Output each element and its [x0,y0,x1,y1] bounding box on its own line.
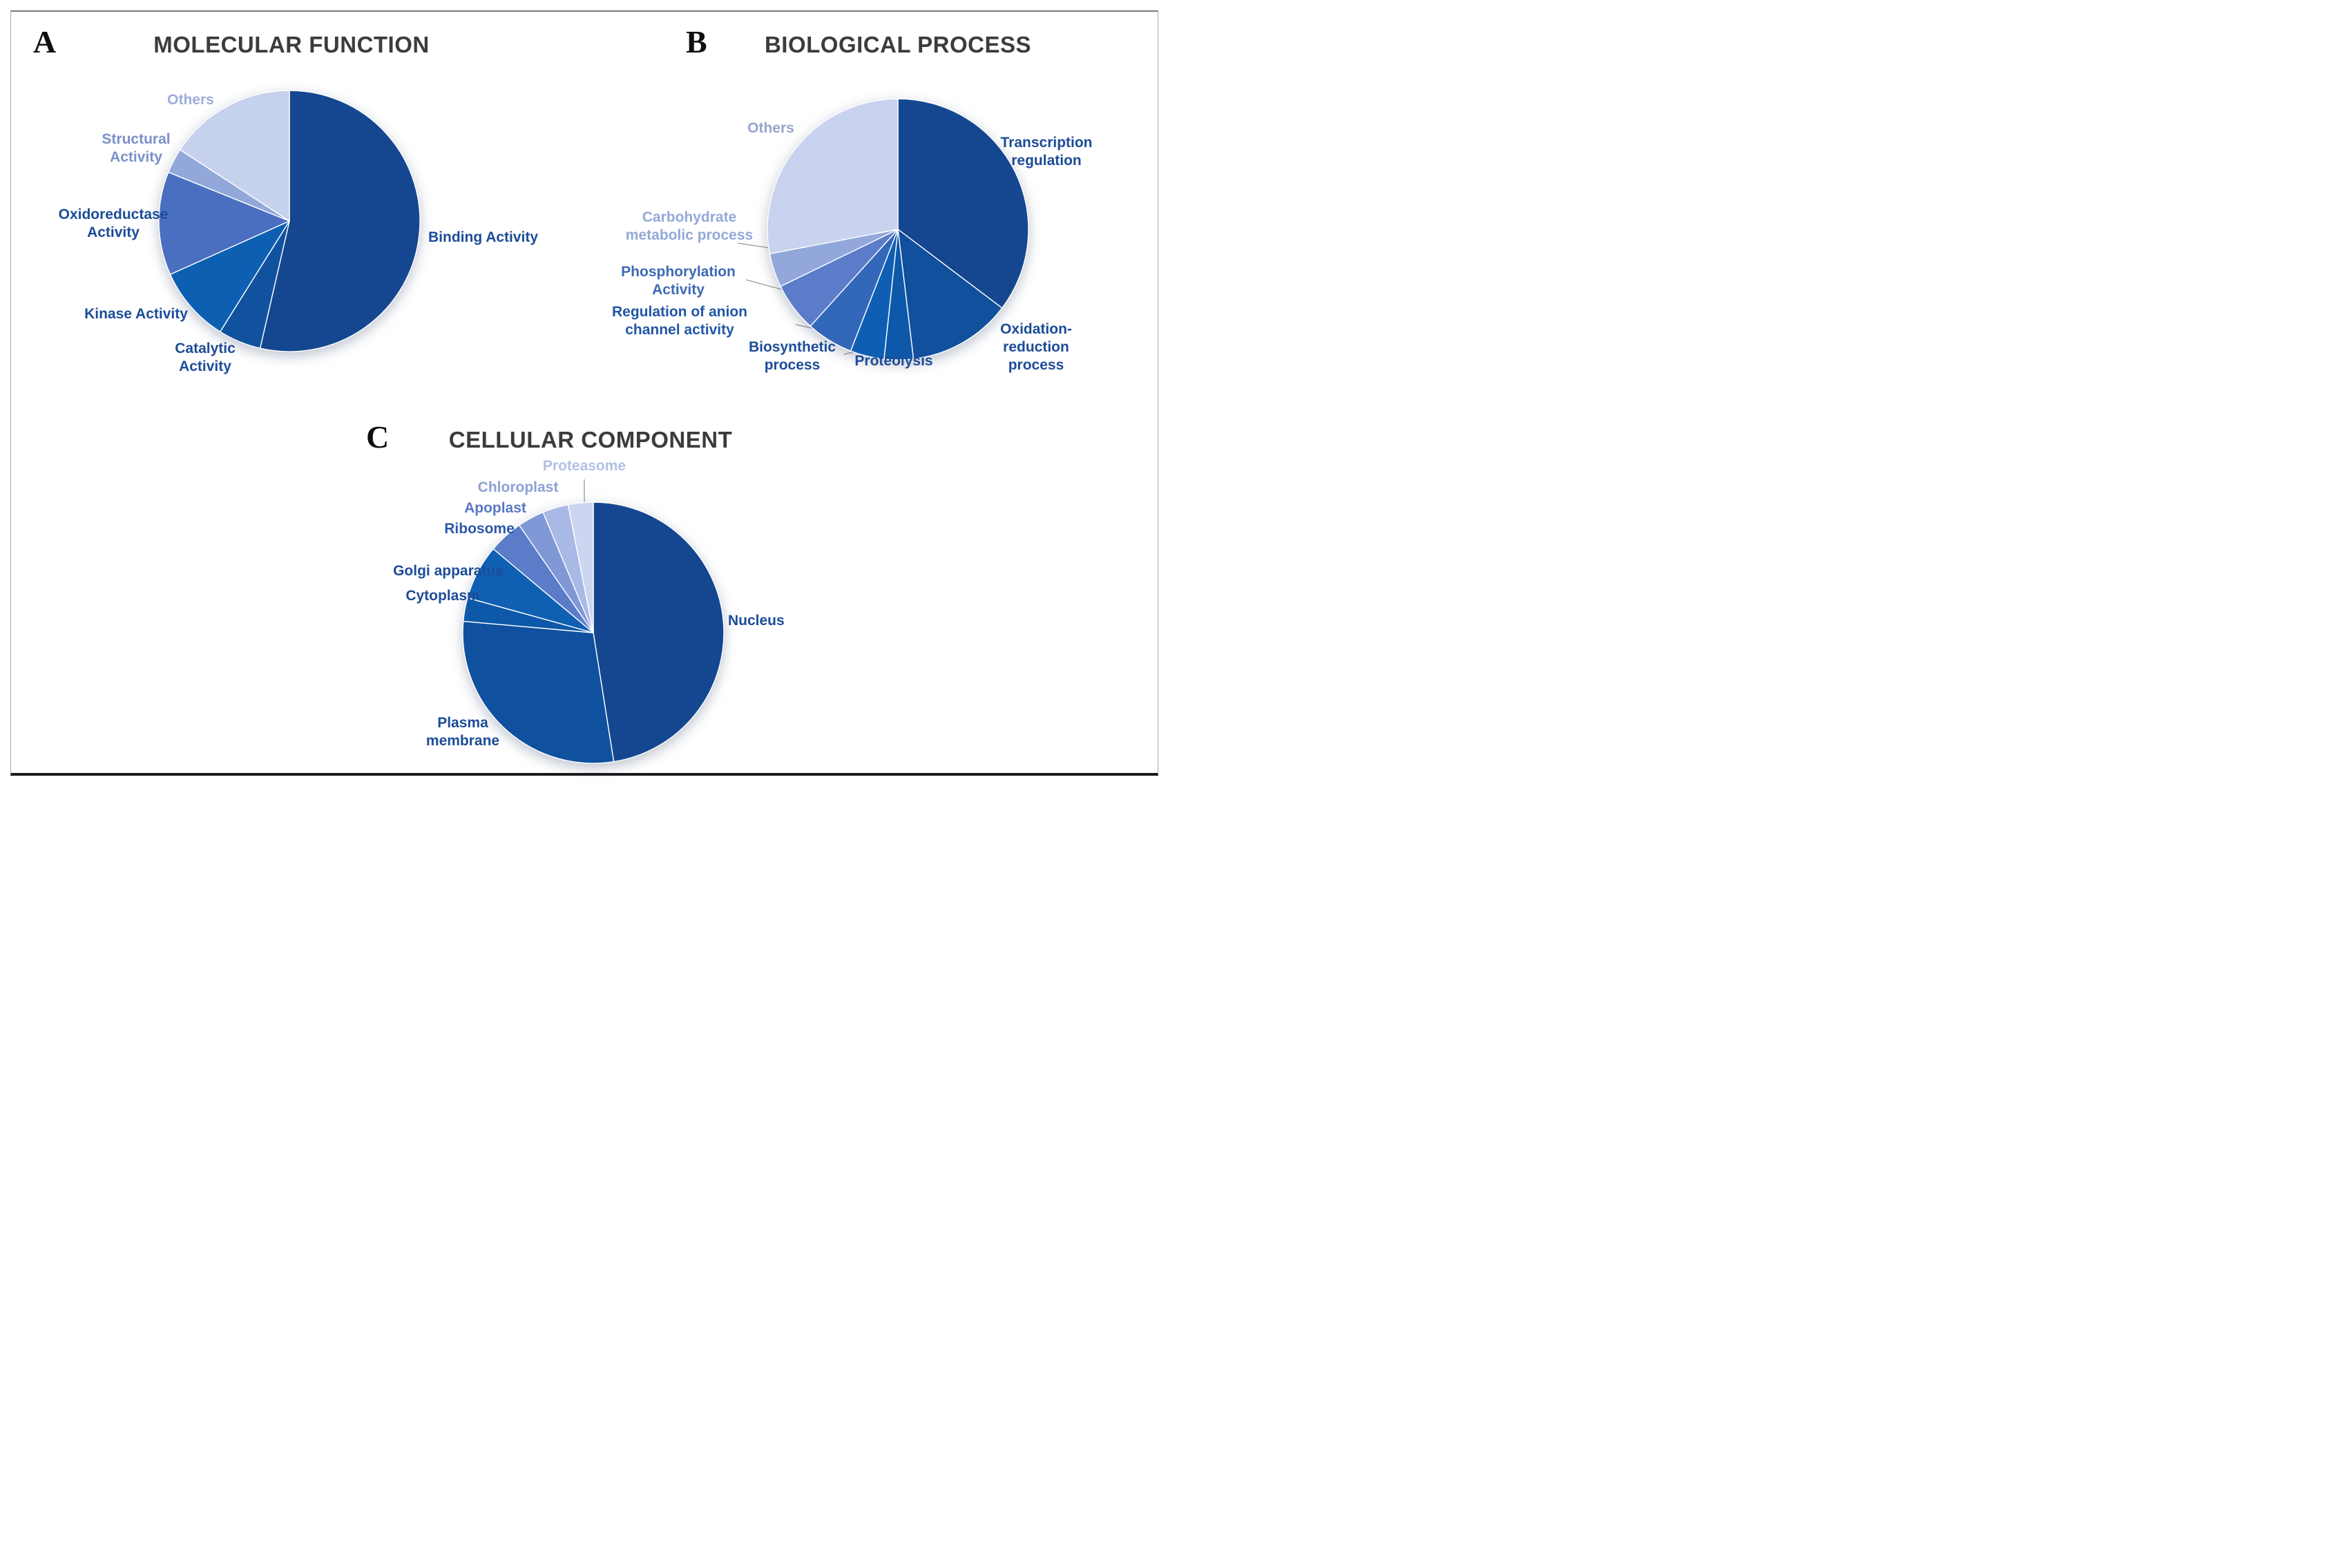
pie-a-slice-kinase-activity [169,220,290,332]
slice-label-cytoplasm: Cytoplasm [405,587,480,604]
pie-b-slice-others [767,98,899,255]
pie-b-slice-transcription-regulation [897,98,1029,309]
pie-a-slice-others [180,90,290,222]
slice-label-carbohydrate-metabolic-process: Carbohydrate metabolic process [625,209,754,243]
slice-label-transcription-regulation: Transcription regulation [1000,134,1093,169]
slice-label-structural-activity: Structural Activity [102,131,171,165]
slice-label-binding-activity: Binding Activity [428,229,539,245]
chart-title-molecular-function: MOLECULAR FUNCTION [153,32,430,57]
slice-label-oxidoreductase-activity: Oxidoreductase Activity [58,206,169,240]
slice-label-apoplast: Apoplast [464,499,526,516]
pie-a [158,90,421,352]
slice-label-golgi-apparatus: Golgi apparatus [393,562,504,579]
slice-label-phosphorylation-activity: Phosphorylation Activity [621,263,736,298]
slice-label-biosynthetic-process: Biosynthetic process [748,338,836,373]
slice-label-plasma-membrane: Plasma membrane [425,714,500,749]
slice-label-chloroplast: Chloroplast [477,479,559,495]
panel-letter-a: A [33,24,57,59]
pie-c [462,501,725,764]
figure-canvas: A MOLECULAR FUNCTION B BIOLOGICAL PROCES… [0,0,1168,784]
pie-a-slice-binding-activity [259,90,421,352]
slice-label-nucleus: Nucleus [728,612,785,629]
pie-c-slice-plasma-membrane [462,620,615,764]
slice-label-ribosome: Ribosome [444,520,515,537]
slice-label-proteasome: Proteasome [542,457,626,474]
pie-c-slice-proteasome [567,501,594,633]
slice-label-catalytic-activity: Catalytic Activity [175,340,236,374]
panel-letter-c: C [366,419,390,455]
chart-title-cellular-component: CELLULAR COMPONENT [448,427,733,452]
pie-c-slice-nucleus [593,501,725,763]
panel-letter-b: B [686,24,707,59]
pie-a-slice-oxidoreductase-activity [158,171,290,275]
slice-label-regulation-of-anion-channel-activity: Regulation of anion channel activity [612,303,747,338]
slice-label-others: Others [747,119,794,136]
pie-b [767,98,1029,361]
slice-label-proteolysis: Proteolysis [854,352,933,369]
slice-label-oxidation-reduction-process: Oxidation-reduction process [1000,321,1072,374]
slice-label-kinase-activity: Kinase Activity [84,305,188,322]
chart-title-biological-process: BIOLOGICAL PROCESS [764,32,1032,57]
pie-b-slice-oxidation-reduction-process [897,229,1003,360]
slice-label-others: Others [167,91,214,108]
